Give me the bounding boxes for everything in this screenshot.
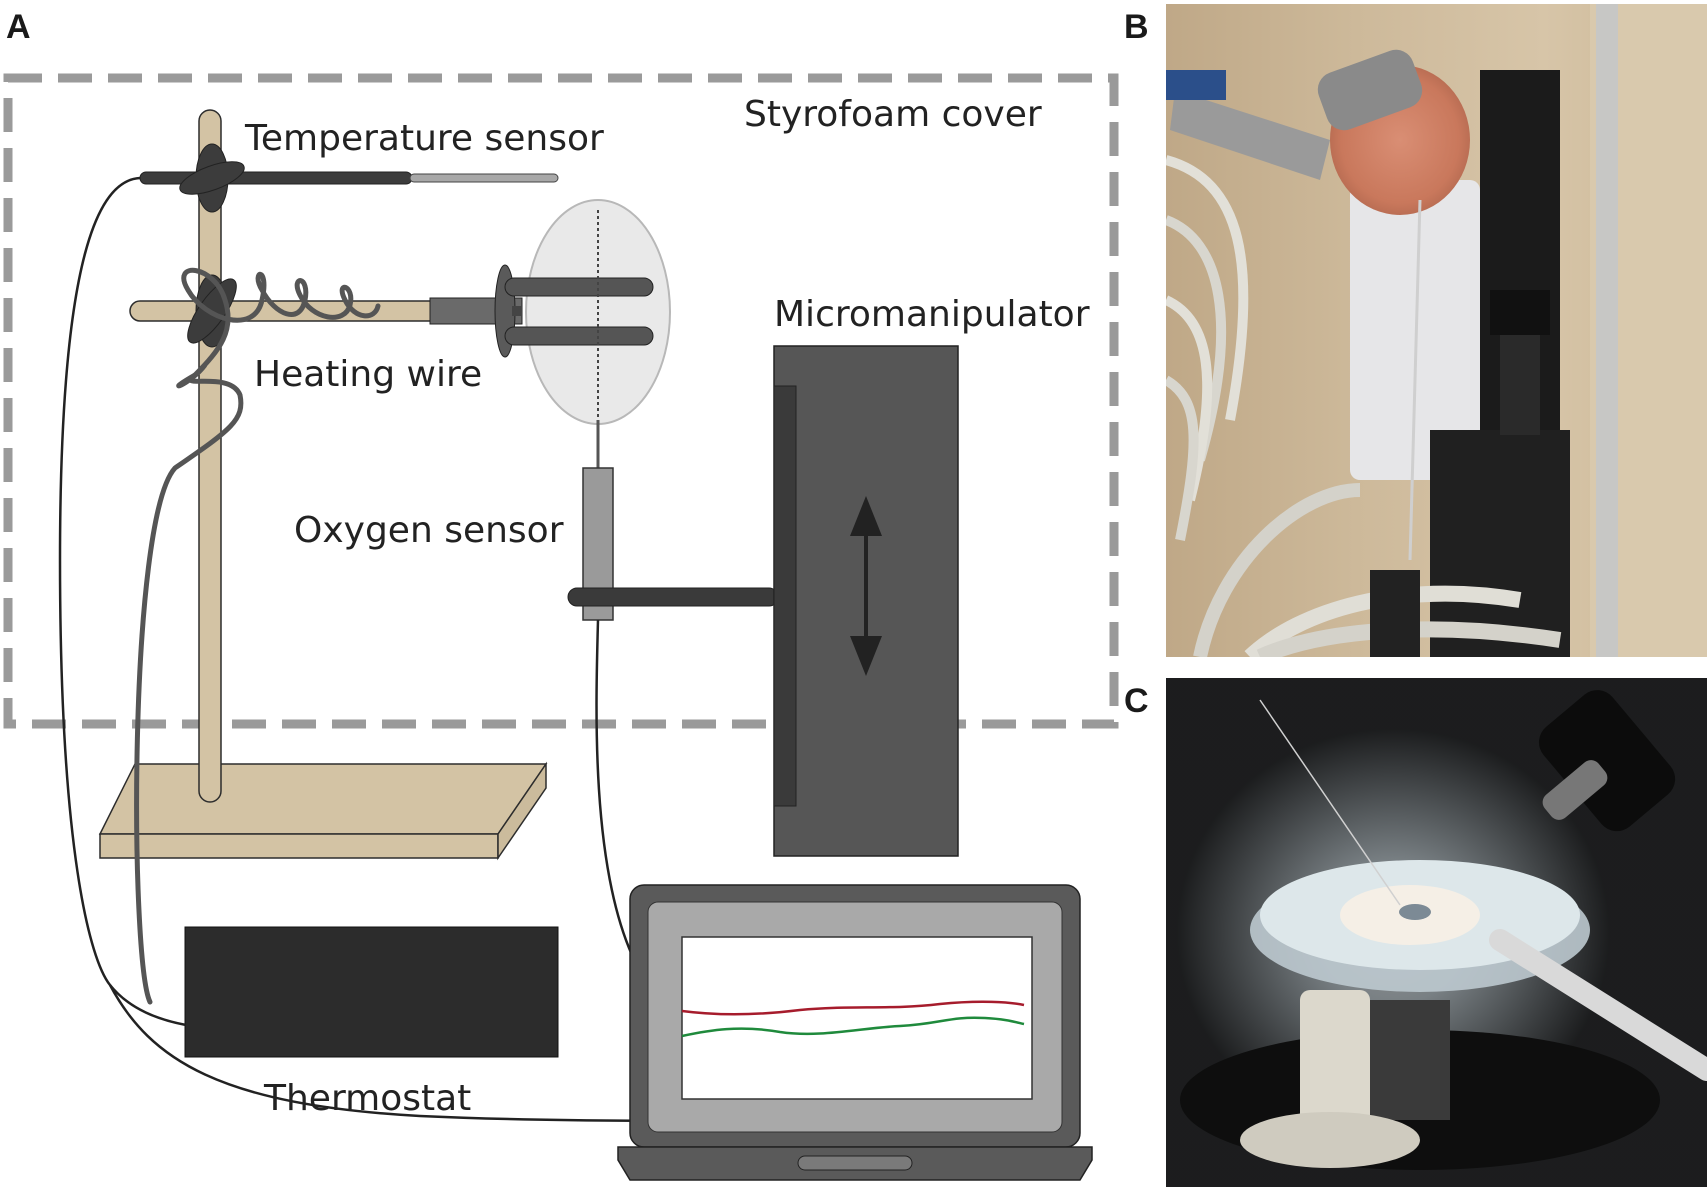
panel-b-photo bbox=[1166, 4, 1707, 657]
thermostat bbox=[184, 926, 559, 1058]
panel-b: B bbox=[1124, 4, 1707, 657]
label-thermostat: Thermostat bbox=[263, 1078, 471, 1119]
temperature-sensor-cable bbox=[58, 176, 187, 1027]
trace-green bbox=[681, 1016, 1025, 1038]
panel-a-letter: A bbox=[6, 8, 31, 46]
panel-c-letter: C bbox=[1124, 682, 1149, 720]
styrofoam-cover-outline bbox=[3, 73, 1119, 729]
trace-red bbox=[681, 1000, 1025, 1016]
stand-rod bbox=[198, 109, 222, 803]
panel-c: C bbox=[1124, 678, 1707, 1187]
holder-prongs bbox=[504, 277, 654, 346]
panel-a: A bbox=[3, 8, 1119, 1181]
stand-base bbox=[98, 761, 548, 861]
temperature-sensor bbox=[139, 143, 559, 213]
panel-b-letter: B bbox=[1124, 8, 1149, 46]
label-styrofoam-cover: Styrofoam cover bbox=[744, 94, 1042, 135]
egg-holder bbox=[429, 264, 523, 358]
label-temperature-sensor: Temperature sensor bbox=[244, 118, 604, 159]
label-micromanipulator: Micromanipulator bbox=[774, 294, 1090, 335]
micromanipulator bbox=[773, 345, 959, 857]
label-oxygen-sensor: Oxygen sensor bbox=[294, 510, 564, 551]
manipulator-arm bbox=[567, 587, 779, 607]
oxygen-sensor-cable bbox=[595, 619, 634, 956]
heating-wire bbox=[134, 267, 381, 1005]
laptop bbox=[617, 884, 1093, 1181]
label-heating-wire: Heating wire bbox=[254, 354, 482, 395]
panel-c-photo bbox=[1166, 678, 1707, 1187]
